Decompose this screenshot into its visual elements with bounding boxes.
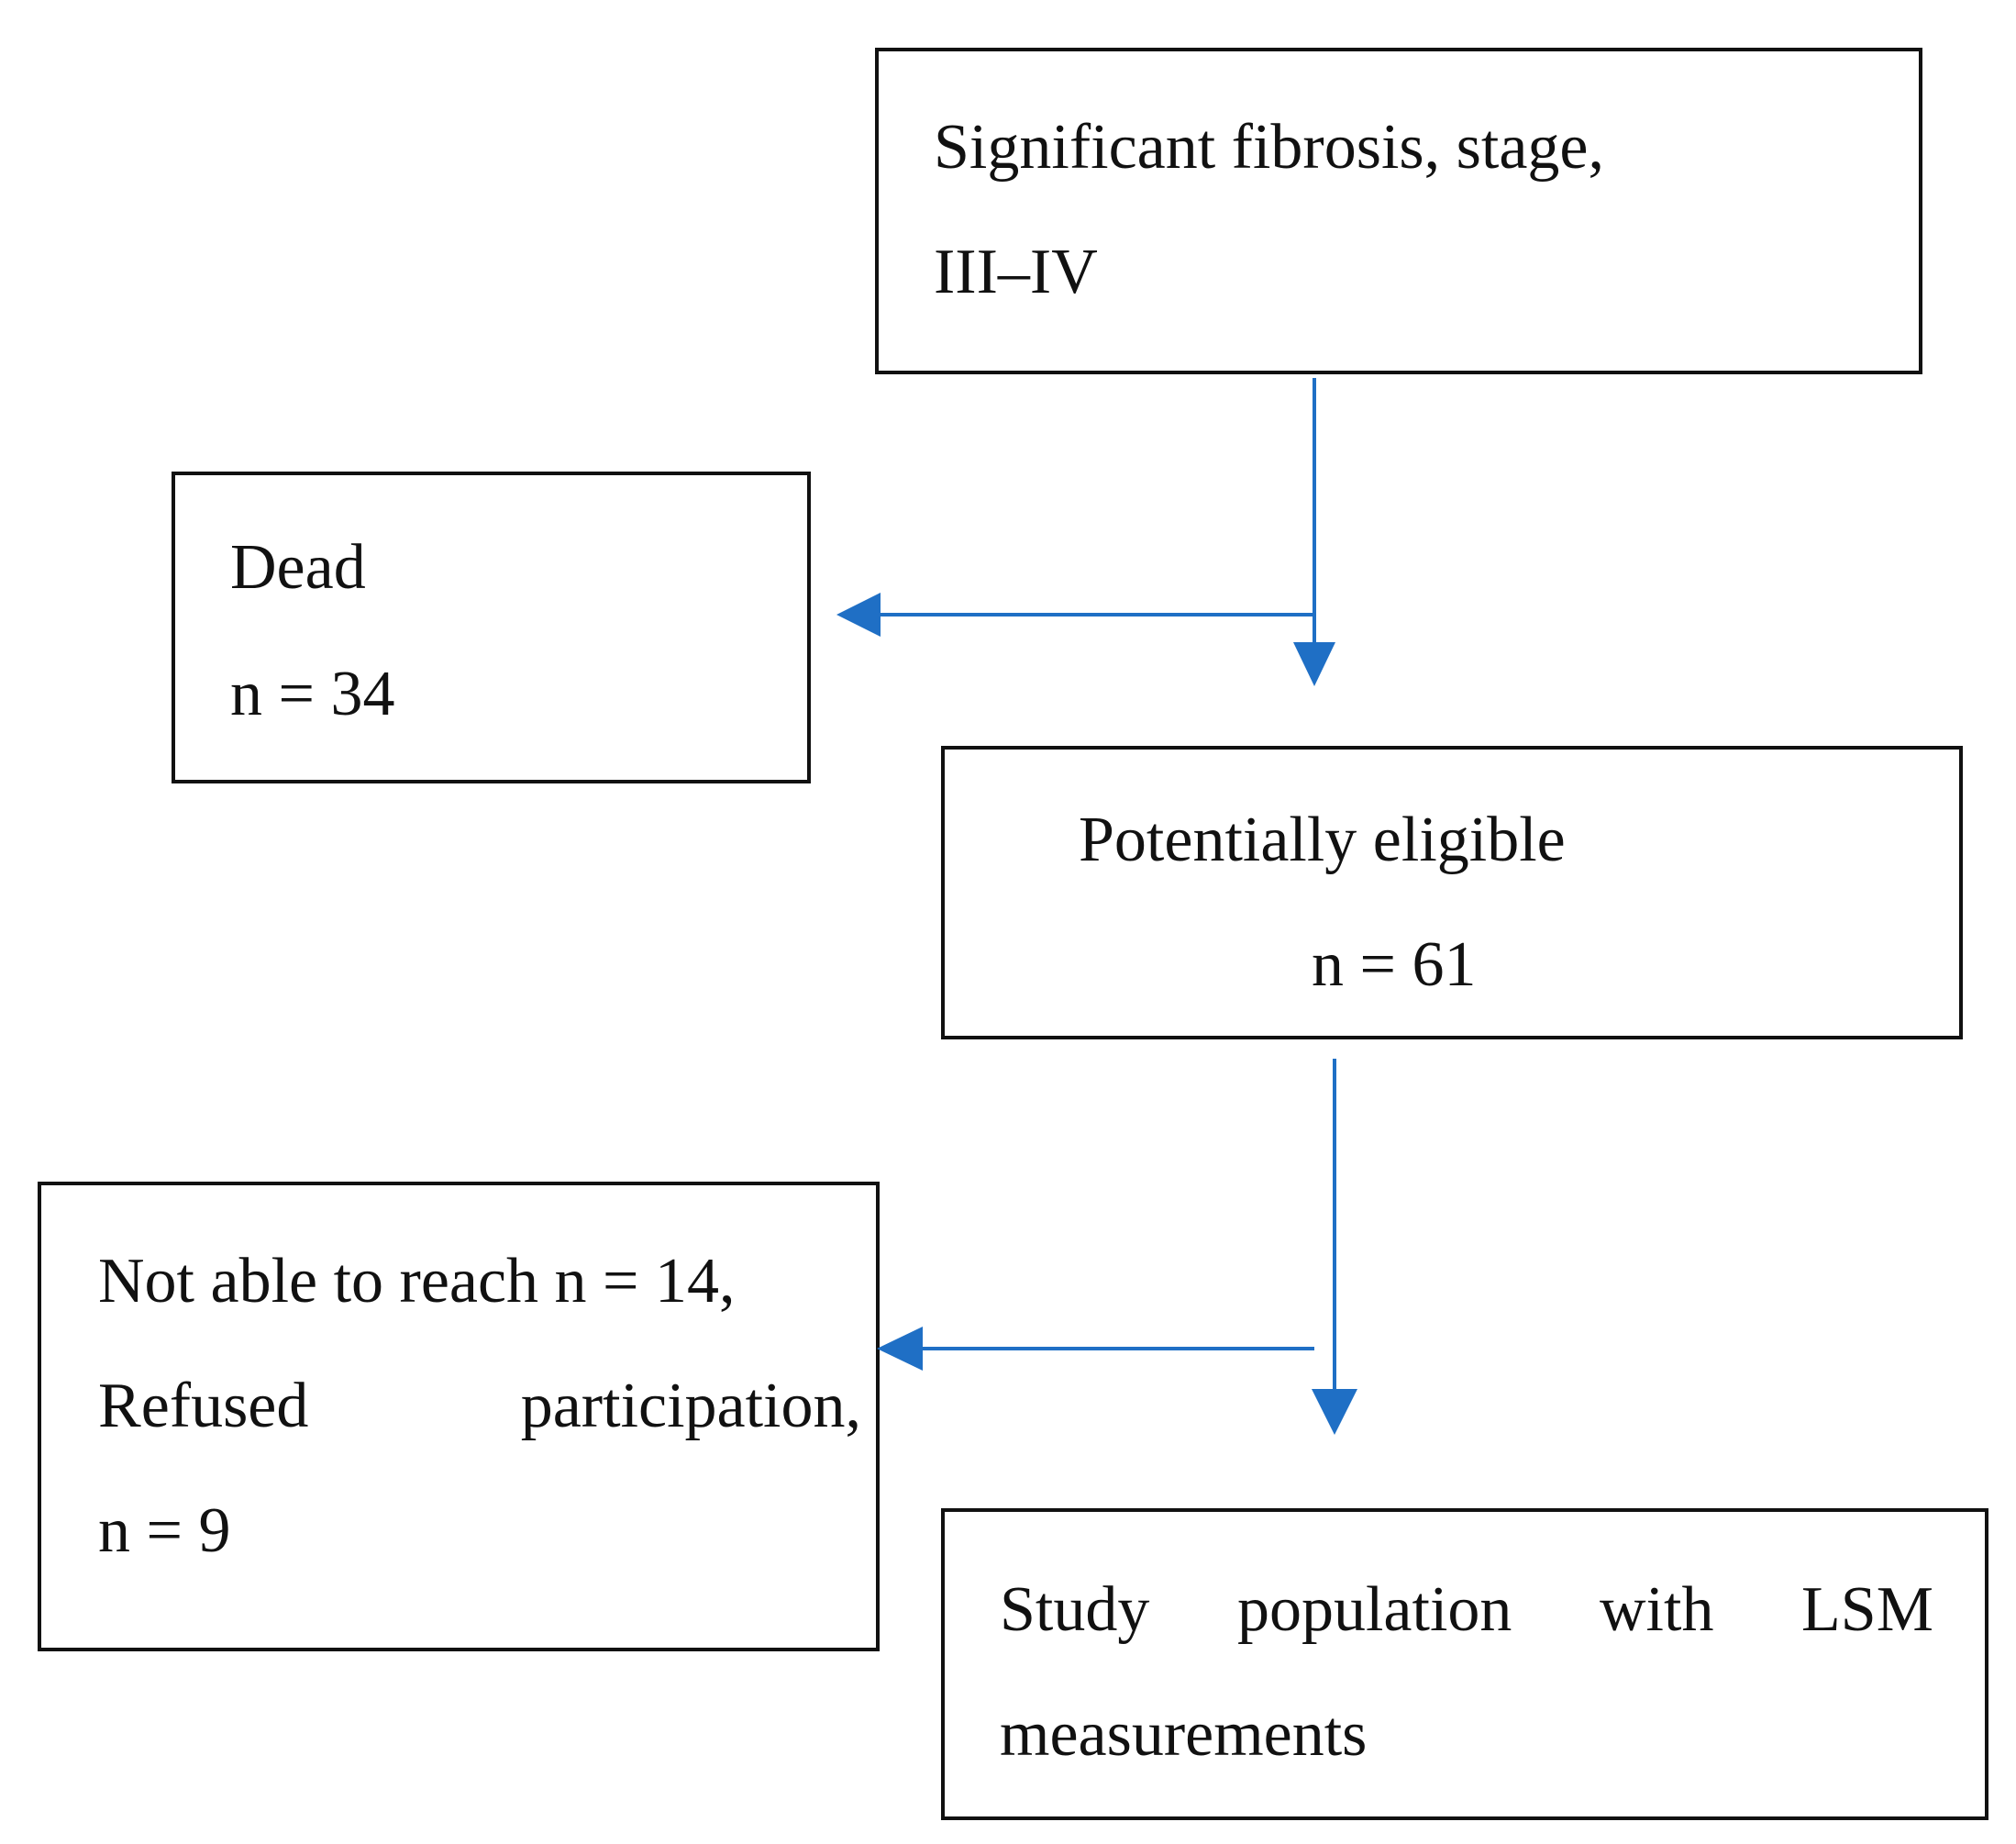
study-word-population: population — [1236, 1574, 1512, 1645]
arrowhead-to-dead — [836, 593, 881, 637]
box-dead: Dead n = 34 — [172, 472, 811, 783]
excluded-line-1: Not able to reach n = 14, — [98, 1246, 736, 1316]
eligible-count: n = 61 — [1312, 929, 1477, 1000]
excluded-word-refused: Refused — [98, 1371, 309, 1441]
fibrosis-line-1: Significant fibrosis, stage, — [934, 112, 1605, 183]
box-significant-fibrosis: Significant fibrosis, stage, III–IV — [875, 48, 1922, 374]
fibrosis-line-2: III–IV — [934, 237, 1098, 307]
arrowhead-to-eligible — [1293, 642, 1335, 686]
arrowhead-to-excluded — [877, 1327, 923, 1371]
box-excluded: Not able to reach n = 14, Refused partic… — [38, 1182, 880, 1651]
excluded-word-participation: participation, — [520, 1371, 861, 1441]
arrowhead-to-study — [1312, 1389, 1357, 1435]
box-potentially-eligible: Potentially eligible n = 61 — [941, 746, 1963, 1039]
excluded-line-3: n = 9 — [98, 1495, 231, 1566]
box-study-population: Study population with LSM measurements — [941, 1508, 1988, 1820]
excluded-line-2: Refused participation, — [98, 1374, 861, 1439]
study-word-with: with — [1600, 1574, 1714, 1645]
study-line-1: Study population with LSM — [1000, 1578, 1933, 1642]
study-line-2: measurements — [1000, 1699, 1368, 1770]
dead-count: n = 34 — [230, 659, 395, 729]
study-word-lsm: LSM — [1801, 1574, 1933, 1645]
eligible-label: Potentially eligible — [1079, 805, 1566, 875]
dead-label: Dead — [230, 532, 366, 603]
study-word-study: Study — [1000, 1574, 1150, 1645]
